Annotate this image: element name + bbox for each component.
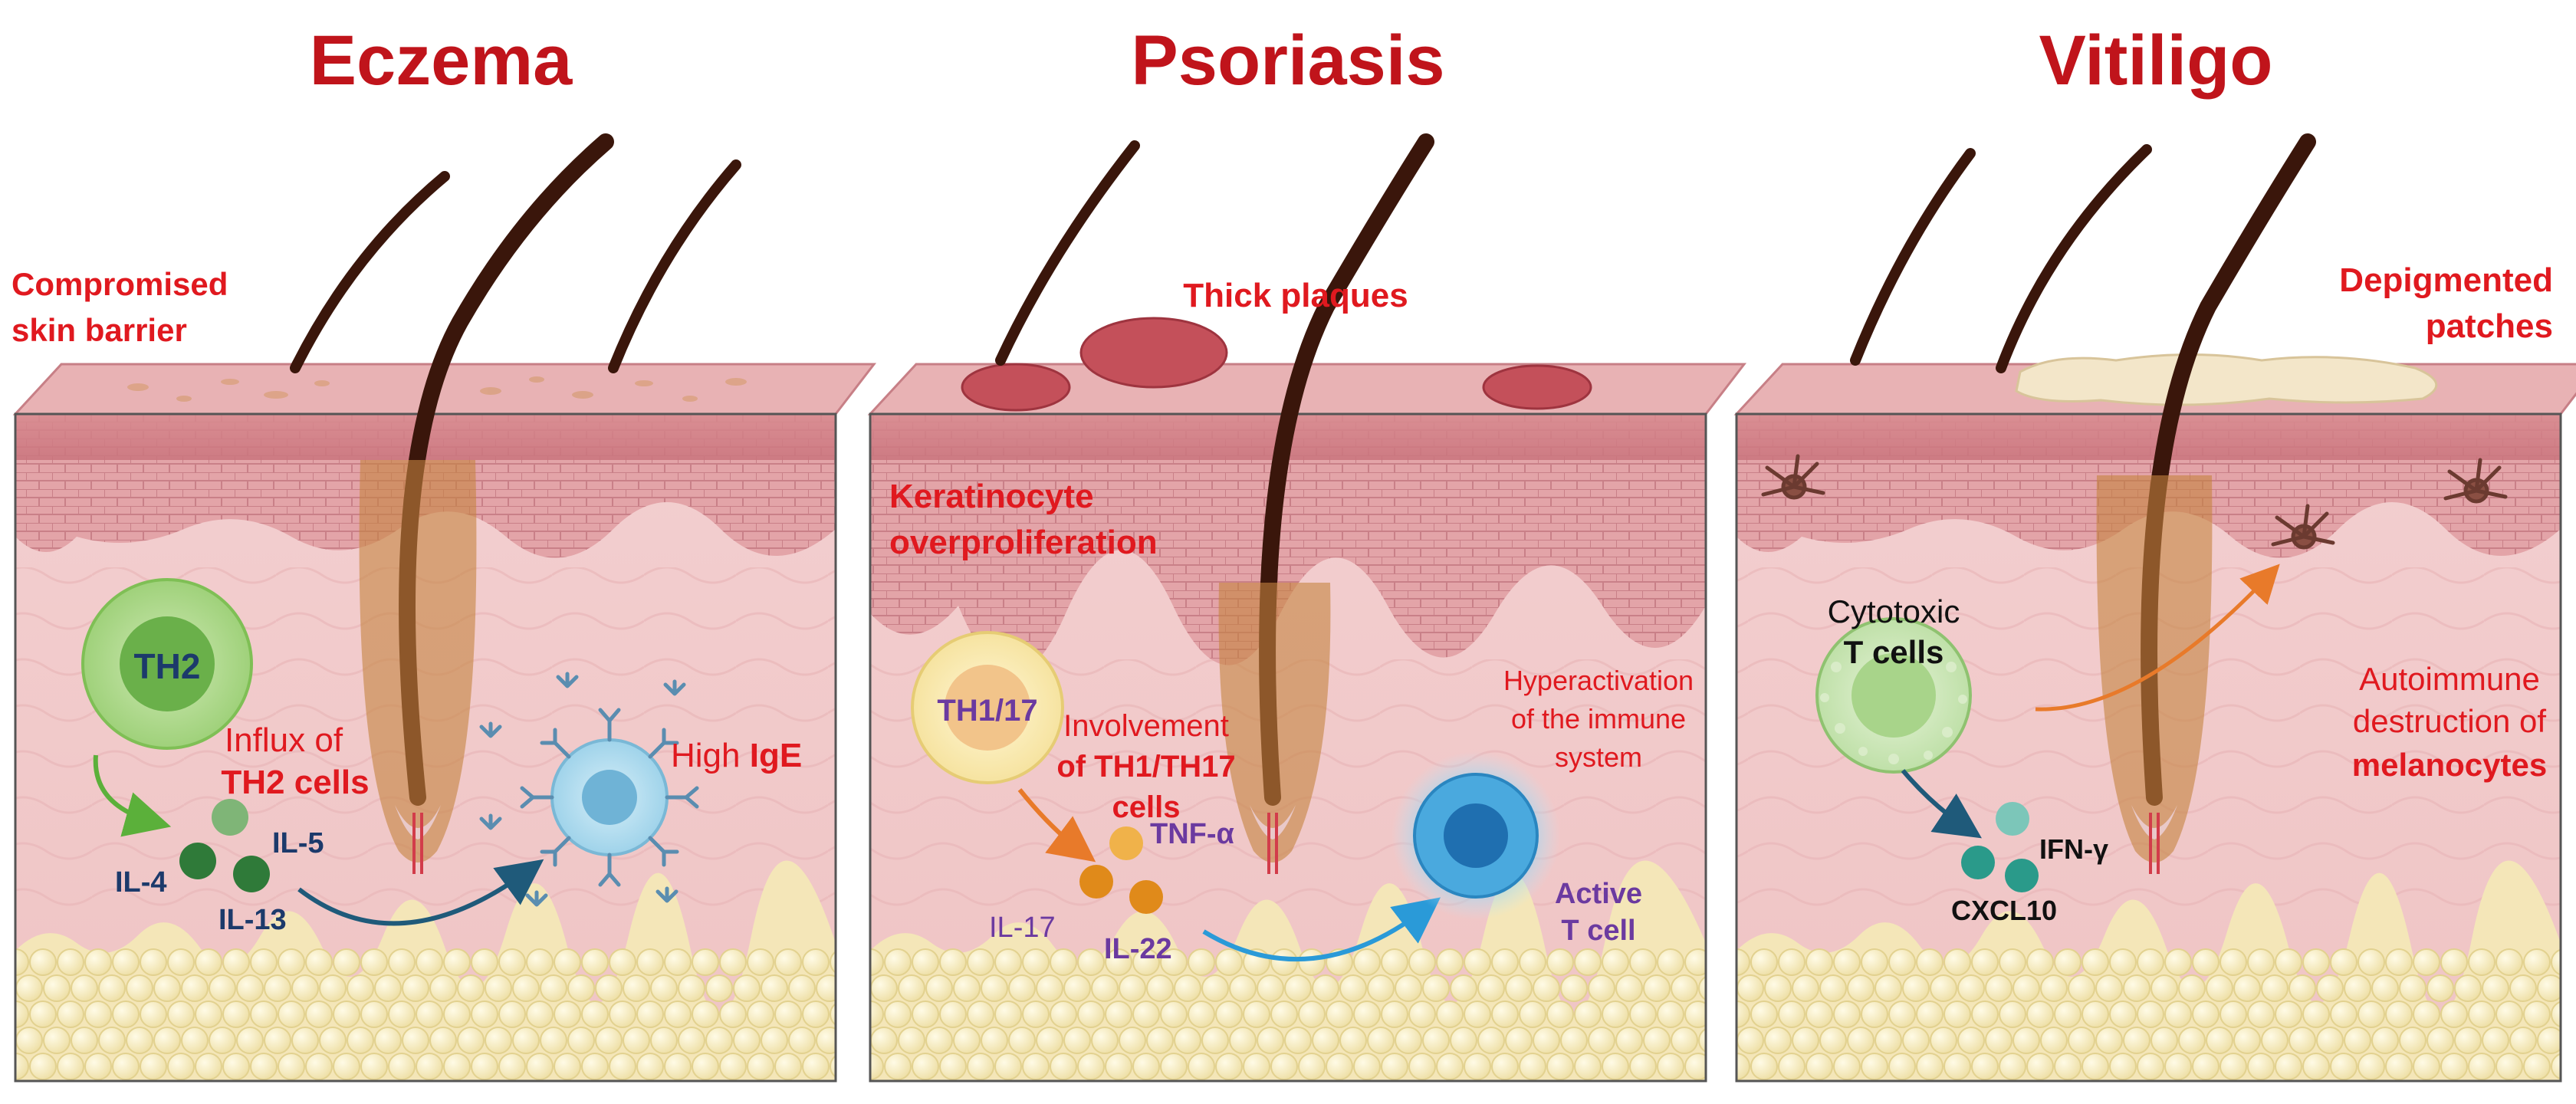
barrier-line2: skin barrier (12, 312, 187, 348)
high-ige-label: High IgE (671, 737, 802, 774)
fat-cells (1737, 948, 2561, 1080)
panel-psoriasis: Psoriasis Thick pla (867, 21, 1747, 1083)
kerat-line1: Keratinocyte (889, 478, 1094, 515)
cyto-line2: T cells (1844, 634, 1944, 670)
panel-eczema: Eczema (12, 21, 877, 1083)
cytokine-ifn: IFN-γ (2039, 833, 2108, 865)
panel-title: Psoriasis (1131, 21, 1444, 100)
auto-line2: destruction of (2353, 703, 2546, 739)
depig-line2: patches (2426, 307, 2553, 345)
active-t-cell (1392, 751, 1560, 920)
hair-follicle (995, 133, 1434, 874)
depig-line1: Depigmented (2339, 261, 2553, 299)
th117-cell (911, 631, 1064, 784)
thickened-epidermis (870, 414, 1706, 673)
high-ige-prefix: High (671, 737, 750, 774)
cytokine-il22: IL-22 (1104, 933, 1172, 965)
cytokine-il13: IL-13 (219, 904, 287, 936)
auto-line1: Autoimmune (2359, 661, 2540, 697)
depigmented-patch (2015, 353, 2438, 406)
cytokine-il17: IL-17 (989, 912, 1056, 944)
panel-title: Eczema (310, 21, 573, 100)
panel-title: Vitiligo (2039, 21, 2273, 100)
svg-text:High IgE: High IgE (671, 737, 802, 774)
hyper-line1: Hyperactivation (1503, 665, 1694, 696)
ige-arrow (297, 859, 544, 926)
attack-arrow (2035, 564, 2280, 711)
cytokine-dots (1079, 826, 1163, 914)
fat-cells (870, 948, 1706, 1080)
auto-line3: melanocytes (2352, 747, 2547, 783)
influx-line2: TH2 cells (221, 764, 369, 801)
cytokine-dots (179, 799, 270, 892)
cytokine-cxcl10: CXCL10 (1951, 895, 2057, 926)
cyto-line1: Cytotoxic (1828, 593, 1960, 629)
cytokine-arrow (1017, 788, 1096, 863)
hyper-line2: of the immune (1511, 703, 1686, 734)
active-line1: Active (1555, 878, 1642, 910)
plaques-label: Thick plaques (1183, 277, 1408, 314)
influx-line1: Influx of (225, 721, 343, 759)
plaques (961, 317, 1592, 412)
hyper-line3: system (1555, 741, 1642, 773)
cytokine-il5: IL-5 (272, 827, 324, 859)
active-line2: T cell (1561, 915, 1635, 947)
high-ige-bold: IgE (750, 737, 802, 774)
th2-cell (81, 578, 253, 750)
cytokine-il4: IL-4 (115, 866, 167, 899)
involvement-line1: Involvement (1063, 709, 1229, 743)
b-cell-with-ige (479, 672, 699, 907)
panel-vitiligo: Vitiligo (1733, 21, 2576, 1083)
hair-follicle (290, 133, 741, 874)
barrier-damage (127, 376, 747, 402)
skin-block (867, 363, 1747, 1083)
kerat-line2: overproliferation (889, 524, 1158, 561)
influx-arrow (93, 754, 172, 837)
cytokine-arrow (1901, 769, 1982, 839)
th2-label: TH2 (134, 646, 201, 686)
barrier-line1: Compromised (12, 266, 228, 302)
involvement-line2: of TH1/TH17 (1056, 750, 1235, 784)
fat-cells (15, 948, 836, 1080)
cytokine-dots (1961, 802, 2039, 892)
hair-follicle (1850, 133, 2316, 874)
cytokine-tnf: TNF-α (1150, 818, 1234, 850)
th117-label: TH1/17 (937, 694, 1037, 728)
melanocytes (1761, 454, 2508, 550)
cytotoxic-t-cell (1815, 617, 1972, 774)
activation-arrow (1202, 897, 1441, 962)
involvement-line3: cells (1112, 790, 1181, 824)
